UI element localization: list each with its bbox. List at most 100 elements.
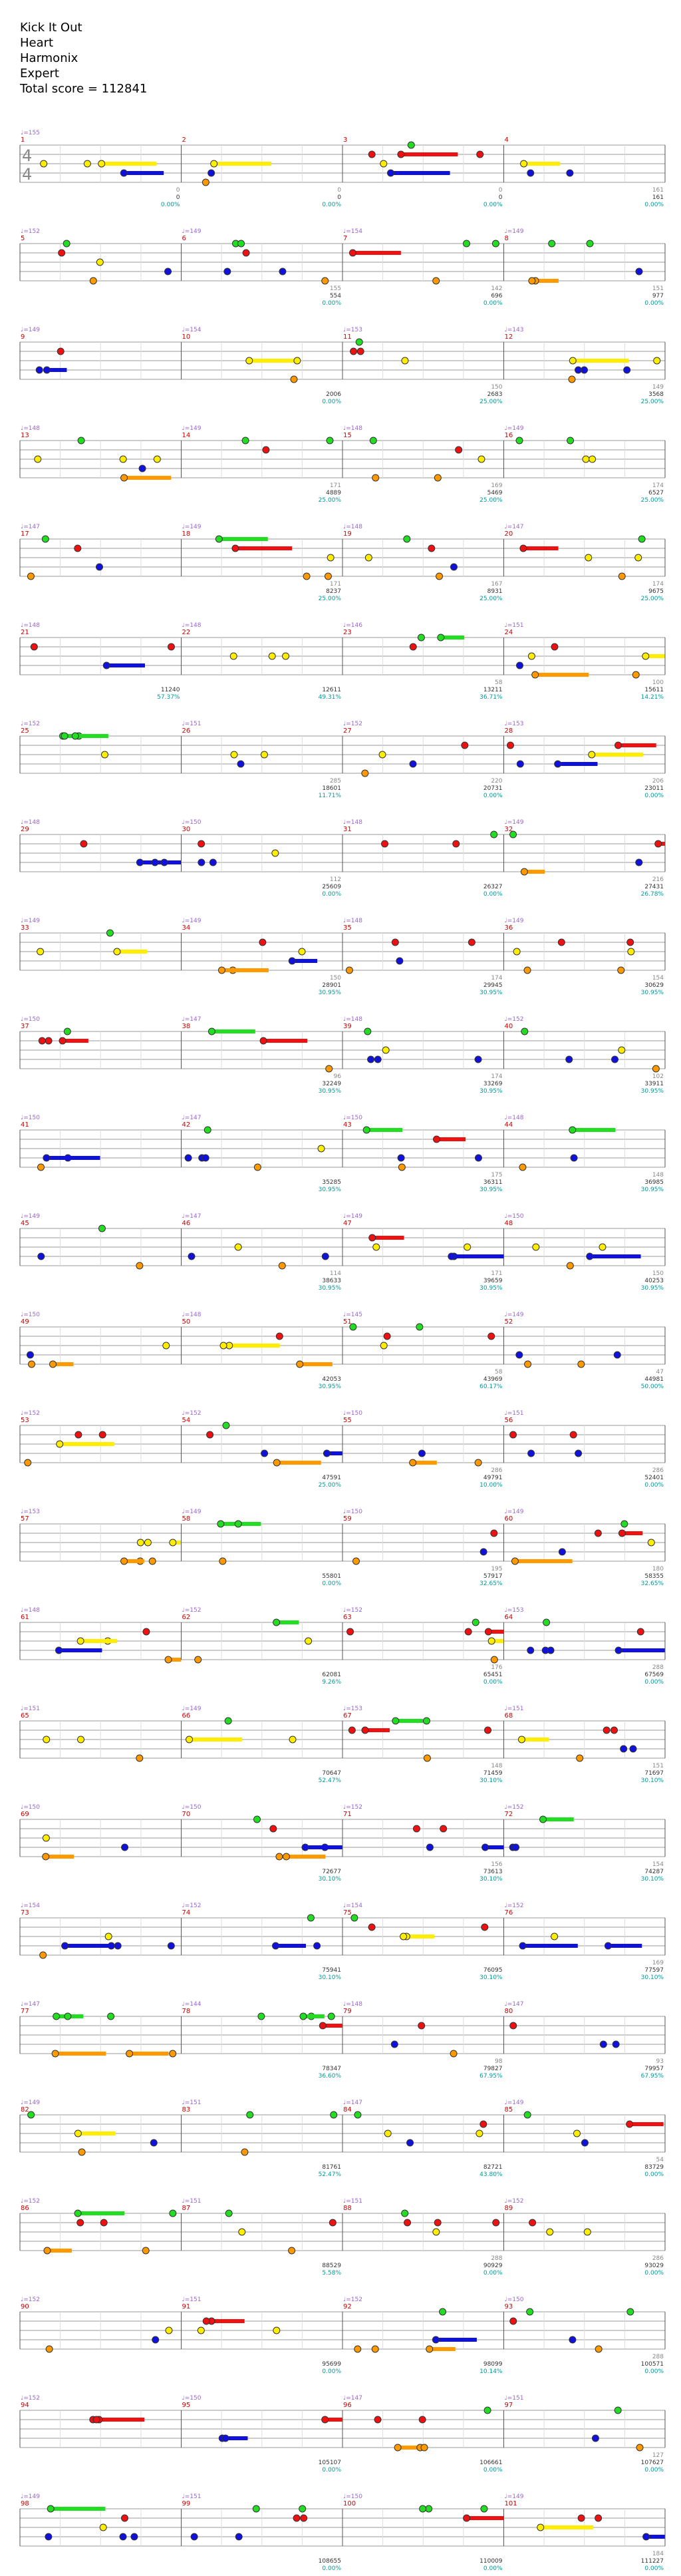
note-count: 288	[652, 2354, 664, 2360]
overdrive-percent: 67.95%	[641, 2073, 664, 2080]
note-gem	[59, 1037, 67, 1045]
measure-number: 55	[343, 1417, 352, 1424]
note-gem	[273, 2326, 281, 2334]
overdrive-percent: 30.10%	[641, 1974, 664, 1981]
measure-score: 11240	[161, 687, 180, 693]
note-gem	[217, 966, 225, 974]
note-count: 286	[652, 2255, 664, 2262]
note-gem	[136, 1539, 144, 1547]
note-gem	[570, 1154, 578, 1162]
note-count: 58	[495, 679, 503, 686]
note-gem	[558, 1548, 566, 1556]
overdrive-percent: 30.95%	[479, 1088, 503, 1095]
overdrive-percent: 50.00%	[641, 1383, 664, 1390]
note-gem	[321, 1252, 329, 1260]
note-count: 114	[330, 1270, 341, 1277]
note-count: 127	[652, 2452, 664, 2459]
measure-score: 8237	[326, 588, 341, 595]
note-gem	[554, 760, 562, 768]
note-gem	[282, 652, 290, 660]
note-gem	[464, 1628, 472, 1636]
note-gem	[618, 1529, 626, 1537]
measure-number: 90	[21, 2303, 29, 2310]
note-gem	[397, 1154, 405, 1162]
sustain-bar	[523, 162, 561, 166]
note-gem	[374, 2416, 382, 2424]
measure-score: 76095	[483, 1967, 503, 1974]
note-gem	[569, 1126, 577, 1134]
note-gem	[632, 671, 640, 679]
sustain-bar	[400, 152, 458, 156]
note-gem	[215, 535, 223, 543]
note-gem	[26, 1351, 34, 1359]
note-gem	[113, 948, 121, 956]
overdrive-percent: 0.00%	[322, 2565, 341, 2572]
measure-number: 41	[21, 1121, 29, 1129]
note-gem	[423, 1754, 431, 1762]
note-gem	[369, 437, 377, 445]
note-gem	[528, 277, 536, 285]
note-gem	[167, 643, 175, 651]
note-gem	[437, 634, 445, 642]
measure-score: 696	[491, 293, 502, 299]
note-gem	[523, 966, 531, 974]
measure-score: 58355	[644, 1573, 664, 1580]
note-gem	[28, 1360, 36, 1368]
note-gem	[581, 2139, 589, 2147]
note-gem	[378, 751, 386, 759]
sustain-bar	[263, 1039, 308, 1043]
note-count: 0	[499, 187, 503, 194]
note-gem	[372, 1243, 380, 1251]
tempo-label: ♩=152	[505, 1804, 524, 1811]
note-gem	[577, 2514, 585, 2522]
note-gem	[419, 2505, 427, 2513]
measure-number: 70	[182, 1811, 191, 1818]
measure-number: 32	[505, 826, 513, 833]
measure-score: 2683	[487, 391, 503, 398]
note-gem	[642, 652, 650, 660]
sustain-bar	[53, 1362, 74, 1366]
sustain-bar	[488, 1630, 504, 1634]
note-gem	[568, 375, 576, 383]
note-gem	[614, 2406, 622, 2414]
note-gem	[477, 455, 485, 463]
note-gem	[472, 1618, 479, 1626]
note-gem	[455, 446, 463, 454]
tempo-label: ♩=149	[505, 2493, 524, 2500]
sustain-bar	[364, 1728, 390, 1732]
measure-number: 23	[343, 629, 352, 636]
measure-number: 17	[21, 530, 29, 538]
note-gem	[448, 1252, 456, 1260]
measure-number: 21	[21, 629, 29, 636]
tempo-label: ♩=151	[21, 1706, 40, 1712]
measure-number: 35	[343, 924, 352, 932]
note-gem	[24, 1459, 32, 1467]
sustain-bar	[523, 546, 559, 550]
note-gem	[614, 741, 622, 749]
note-count: 58	[495, 1369, 503, 1376]
note-gem	[537, 2523, 545, 2531]
note-gem	[551, 643, 559, 651]
tempo-label: ♩=153	[343, 1706, 362, 1712]
note-gem	[222, 1421, 230, 1429]
note-gem	[80, 840, 88, 848]
sustain-bar	[523, 1944, 578, 1948]
note-gem	[202, 2317, 210, 2325]
note-gem	[468, 938, 476, 946]
note-count: 285	[330, 778, 341, 785]
measure-number: 63	[343, 1614, 352, 1621]
measure-number: 66	[182, 1712, 191, 1720]
note-gem	[269, 1825, 277, 1833]
measure-number: 61	[21, 1614, 29, 1621]
measure-number: 96	[343, 2402, 352, 2409]
note-gem	[301, 1843, 309, 1851]
note-gem	[362, 1126, 370, 1134]
tempo-label: ♩=147	[505, 2001, 524, 2008]
measure-number: 75	[343, 1909, 352, 1917]
measure-score: 70647	[322, 1770, 341, 1777]
note-count: 286	[491, 1467, 502, 1474]
note-gem	[74, 2209, 82, 2217]
note-gem	[523, 2111, 531, 2119]
measure-score: 4889	[326, 490, 341, 496]
note-gem	[599, 1243, 607, 1251]
